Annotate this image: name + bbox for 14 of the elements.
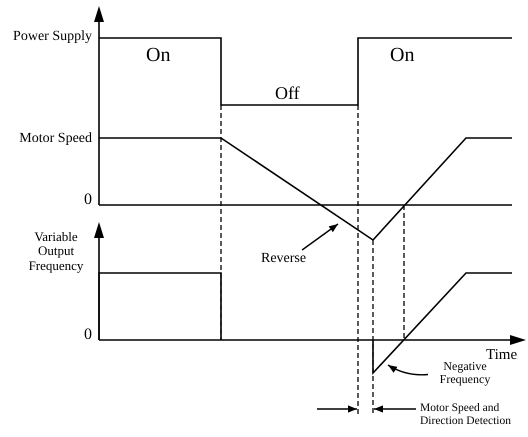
axis-label: Variable Output Frequency (28, 230, 84, 273)
axis-value: 0 (84, 326, 92, 344)
axis-label: Power Supply (13, 29, 92, 44)
axis-label: Motor Speed (19, 131, 92, 146)
leader-text: Reverse (261, 251, 306, 266)
axis-value: 0 (84, 191, 92, 209)
axis-label: Time (486, 347, 518, 363)
state-label: On (146, 44, 170, 66)
state-label: On (390, 44, 414, 66)
leader-line (388, 364, 428, 376)
state-label: Off (275, 84, 300, 104)
dimension-label: Motor Speed and Direction Detection (420, 402, 512, 428)
leader-line (302, 223, 338, 251)
leader-text: Negative Frequency (430, 360, 500, 386)
